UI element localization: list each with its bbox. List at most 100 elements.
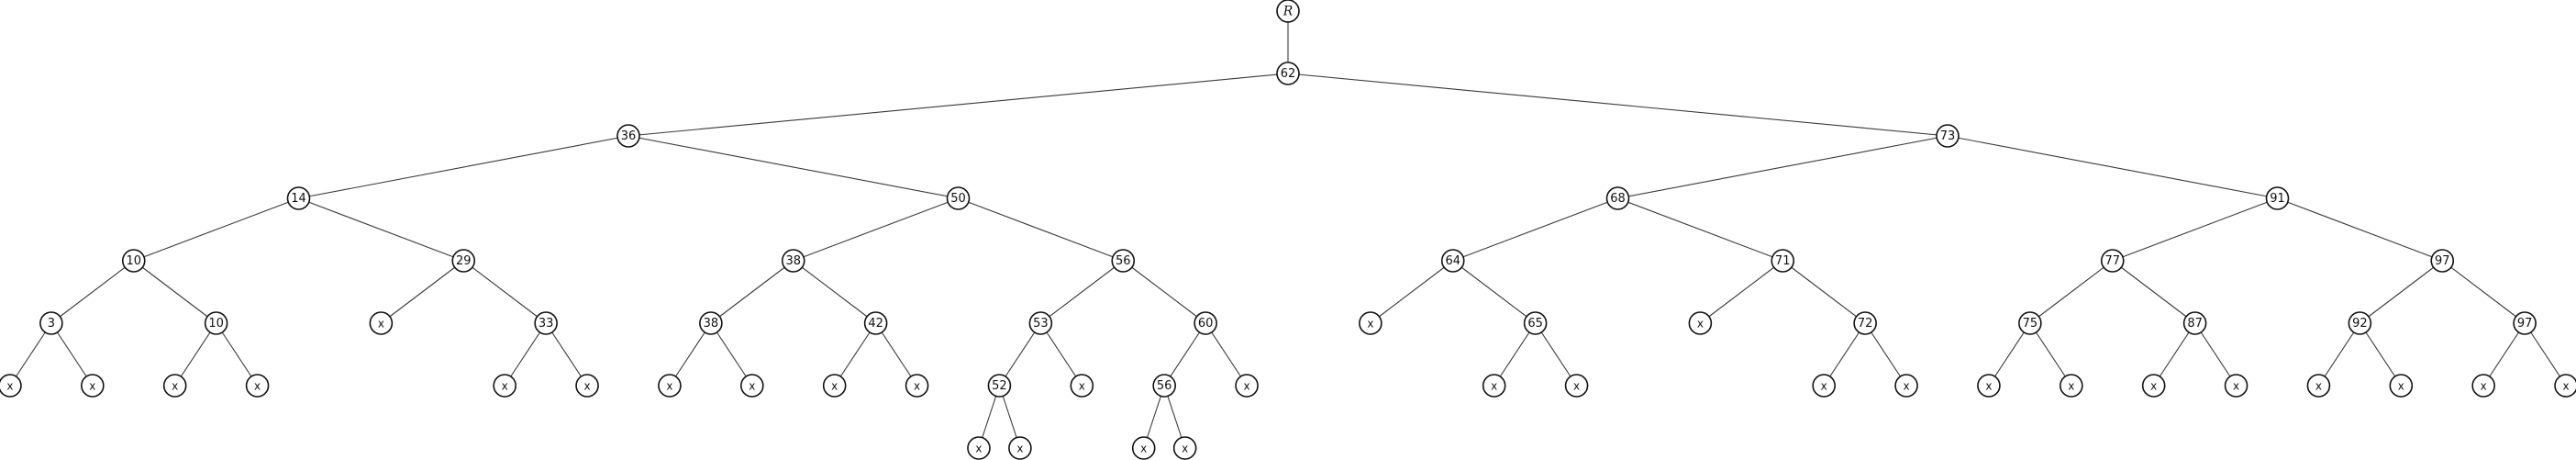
null-node-label: x xyxy=(749,380,755,393)
tree-edge xyxy=(1617,135,1949,199)
node-circle xyxy=(2513,311,2537,335)
node-circle xyxy=(451,249,476,273)
node-circle xyxy=(863,311,888,335)
null-node-circle xyxy=(1131,436,1156,460)
tree-edge xyxy=(50,260,135,324)
tree-edge xyxy=(545,322,588,387)
null-node-circle xyxy=(1688,311,1713,335)
null-node-label: x xyxy=(1140,443,1147,455)
node-circle xyxy=(1194,311,1217,335)
null-node-circle xyxy=(575,374,599,398)
tree-node: 36 xyxy=(616,124,640,148)
null-node-circle xyxy=(1894,374,1918,398)
node-label: 36 xyxy=(621,129,637,143)
null-leaf-node: x xyxy=(493,374,516,398)
tree-node: 87 xyxy=(2182,311,2207,335)
tree-edge xyxy=(627,135,959,199)
tree-edge xyxy=(133,260,217,324)
node-label: 60 xyxy=(1198,317,1214,331)
tree-edge xyxy=(2277,197,2443,262)
tree-edges xyxy=(9,11,2567,449)
node-label: 52 xyxy=(992,379,1007,393)
null-node-circle xyxy=(2389,374,2414,398)
tree-edge xyxy=(1493,322,1537,387)
tree-edge xyxy=(2317,322,2360,387)
tree-node: 64 xyxy=(1440,249,1465,273)
tree-node: 56 xyxy=(1111,249,1136,273)
root-pointer-node: R xyxy=(1276,0,1300,23)
tree-edge xyxy=(133,197,299,262)
node-label: 42 xyxy=(868,317,883,331)
null-node-label: x xyxy=(1079,380,1085,393)
tree-node: 72 xyxy=(1853,311,1877,335)
null-node-label: x xyxy=(2068,380,2074,393)
null-leaf-node: x xyxy=(1172,436,1197,460)
tree-node: 3 xyxy=(39,311,63,335)
tree-edge xyxy=(834,322,877,387)
null-leaf-node: x xyxy=(658,374,682,398)
null-node-circle xyxy=(493,374,516,398)
null-node-circle xyxy=(369,311,394,335)
tree-edge xyxy=(710,322,753,387)
node-circle xyxy=(616,124,640,148)
null-node-label: x xyxy=(1491,380,1497,393)
null-node-circle xyxy=(81,374,105,398)
node-label: 33 xyxy=(539,317,554,331)
tree-edge xyxy=(875,322,918,387)
tree-edge xyxy=(1205,322,1248,387)
tree-edge xyxy=(1040,260,1124,324)
null-node-label: x xyxy=(2481,380,2487,393)
tree-edge xyxy=(1700,260,1783,324)
node-circle xyxy=(2430,249,2455,273)
tree-edge xyxy=(462,260,547,324)
tree-edge xyxy=(50,322,94,387)
tree-node: 33 xyxy=(534,311,558,335)
null-node-circle xyxy=(1235,374,1259,398)
null-node-circle xyxy=(1359,311,1382,335)
null-leaf-node: x xyxy=(369,311,394,335)
null-leaf-node: x xyxy=(1812,374,1836,398)
null-node-circle xyxy=(2224,374,2248,398)
null-node-label: x xyxy=(2315,380,2322,393)
node-circle xyxy=(1853,311,1877,335)
null-node-label: x xyxy=(378,318,384,331)
tree-node: 56 xyxy=(1152,374,1176,398)
tree-edge xyxy=(1452,260,1536,324)
node-circle xyxy=(534,311,558,335)
null-leaf-node: x xyxy=(2554,374,2576,398)
tree-edge xyxy=(627,73,1289,137)
root-pointer-circle xyxy=(1276,0,1300,23)
node-circle xyxy=(1111,249,1136,273)
null-leaf-node: x xyxy=(1688,311,1713,335)
tree-edge xyxy=(2029,260,2114,324)
tree-edge xyxy=(793,197,959,262)
tree-node: 65 xyxy=(1523,311,1548,335)
node-circle xyxy=(1028,311,1053,335)
null-node-label: x xyxy=(1573,380,1580,393)
null-leaf-node: x xyxy=(575,374,599,398)
tree-node: 62 xyxy=(1276,62,1300,85)
null-node-circle xyxy=(2141,374,2166,398)
tree-edge xyxy=(2524,322,2567,387)
null-node-circle xyxy=(245,374,270,398)
null-leaf-node: x xyxy=(740,374,764,398)
null-node-label: x xyxy=(502,380,508,393)
null-leaf-node: x xyxy=(822,374,847,398)
null-leaf-node: x xyxy=(967,436,991,460)
tree-node: 97 xyxy=(2430,249,2455,273)
null-node-label: x xyxy=(2398,380,2404,393)
null-leaf-node: x xyxy=(245,374,270,398)
null-node-label: x xyxy=(1016,443,1023,455)
null-node-label: x xyxy=(1985,380,1992,393)
tree-node: 97 xyxy=(2513,311,2537,335)
null-leaf-node: x xyxy=(0,374,22,398)
node-label: 38 xyxy=(785,254,801,268)
tree-edge xyxy=(298,135,629,199)
node-label: 50 xyxy=(950,192,966,206)
node-label: 10 xyxy=(126,254,141,268)
tree-edge xyxy=(1163,322,1206,387)
tree-node: 52 xyxy=(987,374,1012,398)
tree-edge xyxy=(216,322,259,387)
tree-edge xyxy=(998,322,1041,387)
node-circle xyxy=(1605,186,1630,210)
